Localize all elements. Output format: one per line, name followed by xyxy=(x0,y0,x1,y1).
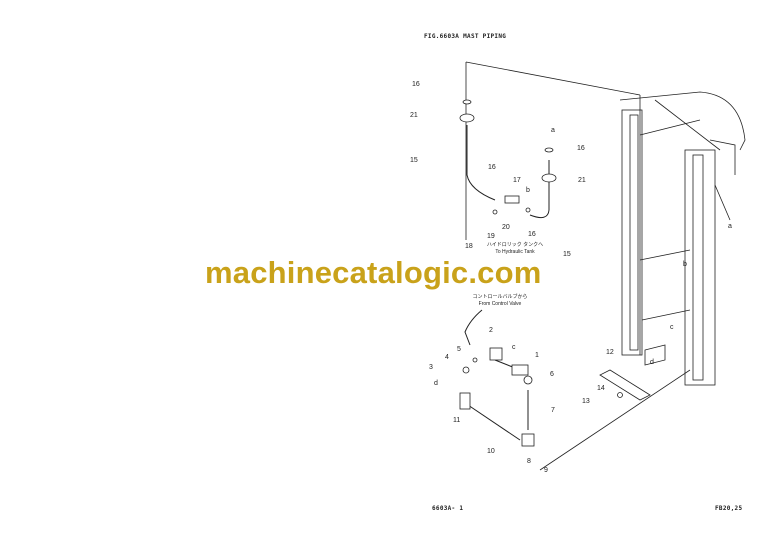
callout-d: d xyxy=(650,359,654,366)
callout-21: 21 xyxy=(578,177,586,184)
page-code: 6603A- 1 xyxy=(432,505,464,512)
callout-b: b xyxy=(526,187,530,194)
callout-a: a xyxy=(551,127,555,134)
callout-b: b xyxy=(683,261,687,268)
model-code: FB20,25 xyxy=(715,505,743,512)
callout-7: 7 xyxy=(551,407,555,414)
mast-assembly xyxy=(465,61,746,471)
callout-16: 16 xyxy=(488,164,496,171)
callout-8: 8 xyxy=(527,458,531,465)
from-valve-jp: コントロールバルブから xyxy=(472,294,528,300)
callout-16: 16 xyxy=(577,145,585,152)
callout-10: 10 xyxy=(487,448,495,455)
callout-16: 16 xyxy=(528,231,536,238)
callout-1: 1 xyxy=(535,352,539,359)
to-tank-jp: ハイドロリック タンクへ xyxy=(486,242,544,248)
figure-title: FIG.6603A MAST PIPING xyxy=(424,33,507,40)
callout-14: 14 xyxy=(597,385,605,392)
callout-17: 17 xyxy=(513,177,521,184)
from-control-valve-note: コントロールバルブから From Control Valve xyxy=(455,294,545,308)
callout-15: 15 xyxy=(410,157,418,164)
fittings xyxy=(459,99,623,447)
to-hydraulic-tank-note: ハイドロリック タンクへ To Hydraulic Tank xyxy=(470,242,560,256)
callout-9: 9 xyxy=(544,467,548,474)
callout-5: 5 xyxy=(457,346,461,353)
callout-3: 3 xyxy=(429,364,433,371)
callout-a: a xyxy=(728,223,732,230)
callout-11: 11 xyxy=(453,417,460,424)
callout-21: 21 xyxy=(410,112,418,119)
callout-19: 19 xyxy=(487,233,495,240)
callout-15: 15 xyxy=(563,251,571,258)
from-valve-en: From Control Valve xyxy=(478,301,522,307)
callout-16: 16 xyxy=(412,81,420,88)
to-tank-en: To Hydraulic Tank xyxy=(495,249,535,255)
callout-c: c xyxy=(670,324,674,331)
callout-18: 18 xyxy=(465,243,473,250)
callout-4: 4 xyxy=(445,354,449,361)
callout-12: 12 xyxy=(606,349,614,356)
callout-13: 13 xyxy=(582,398,590,405)
callout-labels: 1621151617b2019181615a1621abcdc2543167d1… xyxy=(410,81,732,474)
callout-c: c xyxy=(512,344,516,351)
callout-6: 6 xyxy=(550,371,554,378)
callout-20: 20 xyxy=(502,224,510,231)
callout-2: 2 xyxy=(489,327,493,334)
watermark: machinecatalogic.com xyxy=(205,255,542,290)
callout-d: d xyxy=(434,380,438,387)
